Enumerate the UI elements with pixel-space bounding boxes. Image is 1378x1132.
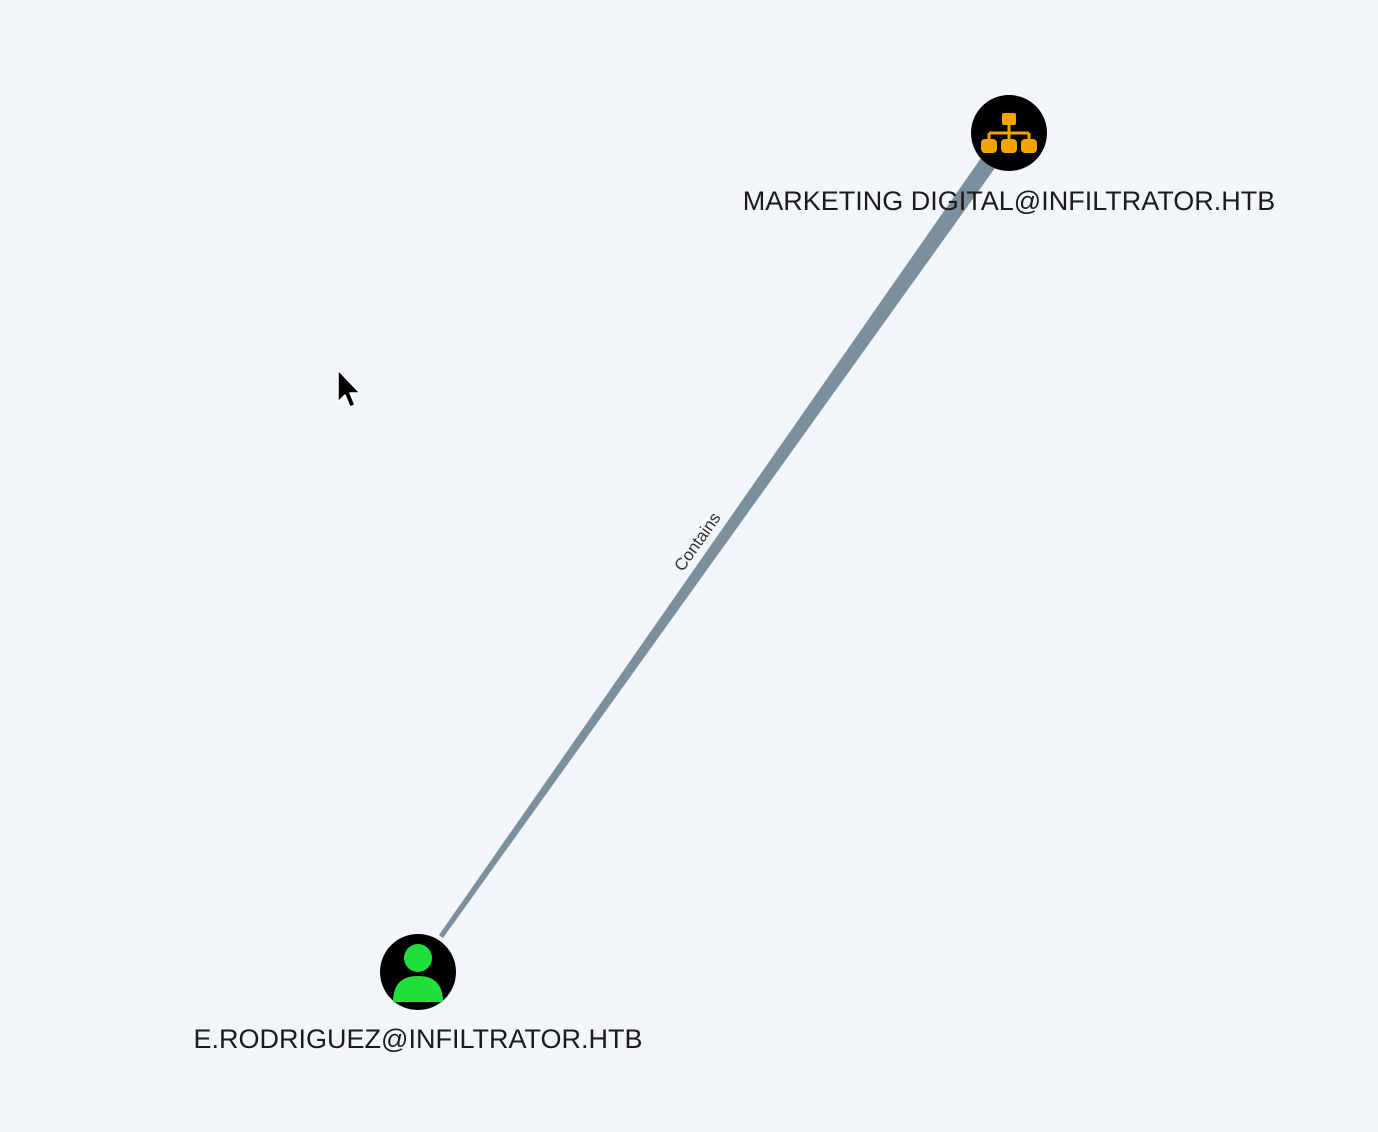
user-node-label: E.RODRIGUEZ@INFILTRATOR.HTB [194,1024,643,1054]
group-node-label: MARKETING DIGITAL@INFILTRATOR.HTB [743,186,1275,216]
node-group[interactable]: MARKETING DIGITAL@INFILTRATOR.HTB [743,95,1275,216]
user-icon [393,944,443,1002]
org-chart-icon [981,113,1037,153]
mouse-pointer-icon [337,369,361,408]
edge-line[interactable] [439,158,995,938]
node-user[interactable]: E.RODRIGUEZ@INFILTRATOR.HTB [194,934,643,1054]
